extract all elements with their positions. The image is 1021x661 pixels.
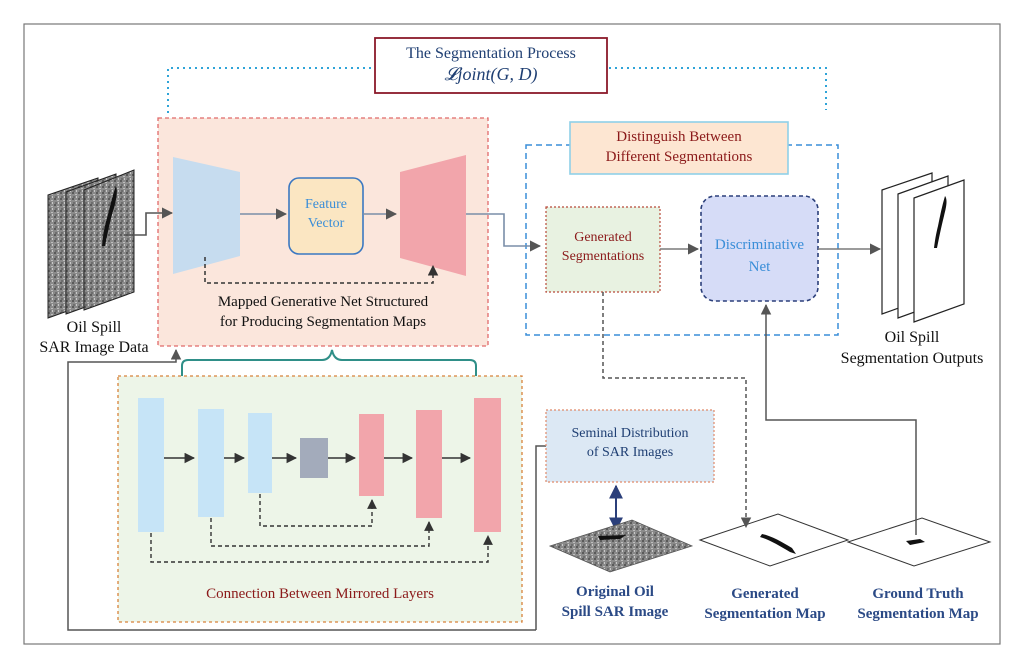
unet-bottleneck: [300, 438, 328, 478]
distinguish-line-1: Distinguish Between: [616, 129, 742, 145]
generated-map-label-2: Segmentation Map: [704, 606, 826, 622]
feature-vector-line-1: Feature: [305, 197, 347, 212]
distinguish-box: [569, 121, 789, 175]
encoder-block: [173, 157, 240, 274]
input-label-2: SAR Image Data: [39, 339, 149, 356]
truth-map-label-1: Ground Truth: [872, 586, 964, 602]
unet-skip-arrows: [150, 494, 493, 563]
seminal-link: [535, 445, 546, 630]
truth-map-label-2: Segmentation Map: [857, 606, 979, 622]
generated-map-label-1: Generated: [731, 586, 799, 602]
input-image-stack: [47, 169, 135, 319]
unet-caption: Connection Between Mirrored Layers: [206, 586, 434, 602]
seminal-line-1: Seminal Distribution: [571, 426, 689, 441]
title-box: [374, 37, 608, 94]
generator-caption-1: Mapped Generative Net Structured: [217, 294, 429, 310]
generator-skip-arrow: [204, 257, 439, 284]
unet-dec-2: [416, 410, 442, 518]
distinguish-line-2: Different Segmentations: [605, 149, 753, 165]
feedback-arrow: [67, 348, 536, 631]
input-label-1: Oil Spill: [66, 319, 122, 336]
generated-to-map-arrow: [602, 292, 752, 529]
original-sar-image: [548, 519, 694, 573]
generator-caption-2: for Producing Segmentation Maps: [219, 314, 427, 330]
unet-enc-3: [248, 413, 272, 493]
decoder-block: [400, 155, 466, 276]
truth-to-disc-arrow: [760, 303, 917, 535]
disc-net-line-1: Discriminative: [714, 237, 805, 253]
disc-net-line-2: Net: [748, 259, 771, 275]
output-label-2: Segmentation Outputs: [840, 350, 984, 367]
title-formula: 𝓛joint(G, D): [444, 64, 538, 84]
unet-dec-3: [474, 398, 501, 532]
output-image-stack: [881, 172, 965, 323]
unet-enc-1: [138, 398, 164, 532]
generated-segs-line-1: Generated: [574, 230, 632, 245]
generated-segs-line-2: Segmentations: [561, 249, 645, 264]
feature-vector-line-2: Vector: [307, 216, 345, 231]
input-arrow: [124, 207, 174, 236]
original-label-1: Original Oil: [576, 584, 654, 600]
unet-dec-1: [359, 414, 384, 496]
unet-enc-2: [198, 409, 224, 517]
seminal-distribution-box: [545, 409, 715, 483]
generated-segmentations-box: [545, 206, 661, 293]
outer-frame: [23, 23, 1001, 645]
seminal-line-2: of SAR Images: [586, 445, 674, 460]
original-label-2: Spill SAR Image: [561, 604, 669, 620]
feature-vector-box: [288, 177, 364, 255]
dec-to-generated-arrow: [466, 213, 542, 252]
title-line-1: The Segmentation Process: [406, 45, 576, 62]
output-label-1: Oil Spill: [884, 329, 940, 346]
unet-panel: [117, 375, 523, 623]
brace: [181, 349, 477, 376]
